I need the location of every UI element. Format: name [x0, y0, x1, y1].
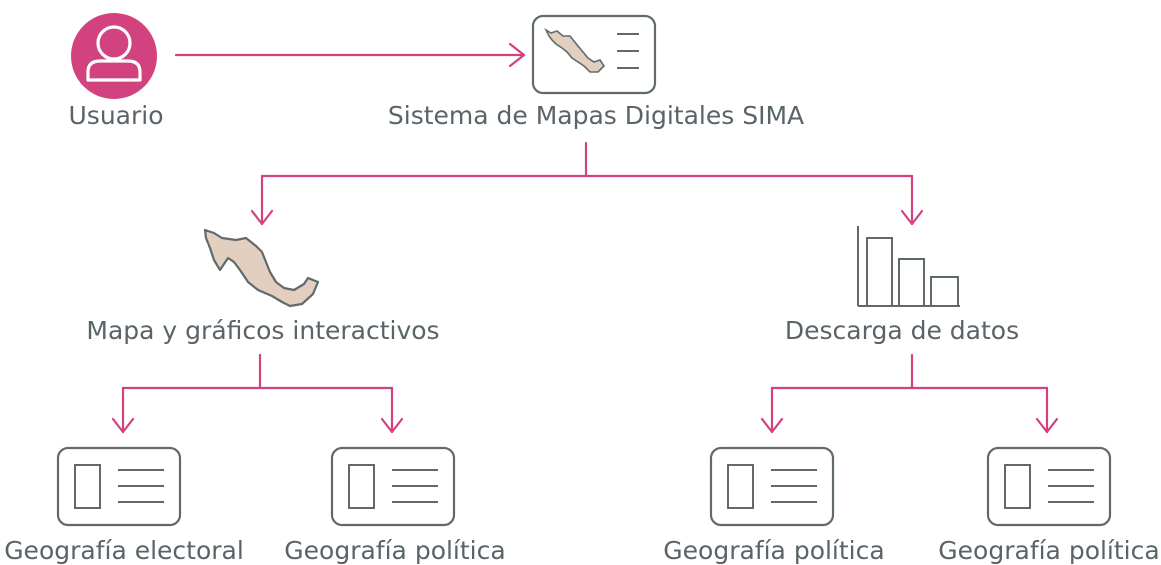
document-card-icon-2 — [330, 446, 456, 527]
mexico-map-icon — [203, 228, 320, 308]
leaf-label-3: Geografía política — [663, 536, 885, 565]
download-label: Descarga de datos — [784, 316, 1020, 345]
system-label: Sistema de Mapas Digitales SIMA — [387, 101, 805, 130]
leaf-label-2: Geografía política — [284, 536, 506, 565]
document-card-icon-4 — [986, 446, 1112, 527]
document-card-icon-3 — [709, 446, 835, 527]
connector-interactive-to-leaves — [111, 353, 404, 434]
bar-chart-icon — [857, 226, 960, 307]
connector-system-to-branches — [250, 141, 924, 226]
document-card-icon-1 — [56, 446, 182, 527]
interactive-label: Mapa y gráficos interactivos — [86, 316, 440, 345]
user-label: Usuario — [68, 101, 164, 130]
connector-user-to-system — [174, 42, 526, 68]
map-card-icon — [531, 14, 657, 95]
leaf-label-4: Geografía política — [938, 536, 1160, 565]
user-icon — [71, 13, 157, 99]
connectors — [111, 42, 1059, 434]
leaf-label-1: Geografía electoral — [4, 536, 244, 565]
connector-download-to-leaves — [760, 353, 1059, 434]
